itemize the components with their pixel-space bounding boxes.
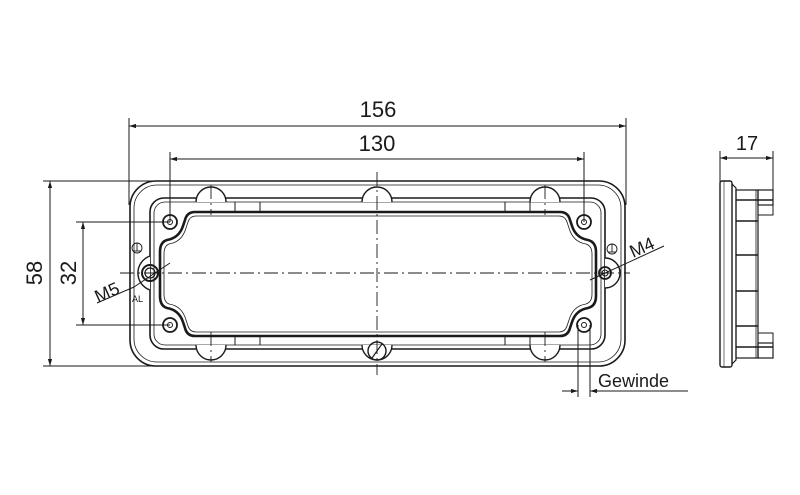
dimension-156 <box>128 118 627 205</box>
dimension-17-label: 17 <box>736 133 758 155</box>
center-lines <box>120 172 630 375</box>
ground-symbol-left-icon <box>131 242 143 254</box>
dimension-58 <box>43 180 168 367</box>
dimension-130 <box>169 152 585 222</box>
corner-holes <box>162 214 592 333</box>
dimension-130-label: 130 <box>359 131 396 156</box>
dimension-58-label: 58 <box>22 261 47 285</box>
dimension-156-label: 156 <box>360 97 397 122</box>
hole-bottom-left <box>162 317 178 333</box>
m5-label: M5 <box>91 278 122 306</box>
gasket-cutout-inner <box>163 215 593 333</box>
flange-ticks <box>234 202 531 345</box>
frame-outer <box>129 180 626 367</box>
frame-flange <box>149 197 606 350</box>
hole-bottom-right <box>576 317 592 333</box>
dimension-32-label: 32 <box>56 261 81 285</box>
gewinde-label: Gewinde <box>598 371 669 391</box>
gewinde-dimension <box>562 325 688 397</box>
dimension-32 <box>76 221 170 326</box>
m5-leader <box>96 262 171 304</box>
hole-top-left <box>162 214 178 230</box>
gasket-cutout <box>158 210 598 338</box>
ground-symbol-right-icon <box>606 243 618 255</box>
side-view <box>719 151 774 368</box>
m4-label: M4 <box>626 233 657 261</box>
hole-top-right <box>576 214 592 230</box>
m4-leader <box>589 245 665 281</box>
material-mark: AL <box>132 294 143 304</box>
